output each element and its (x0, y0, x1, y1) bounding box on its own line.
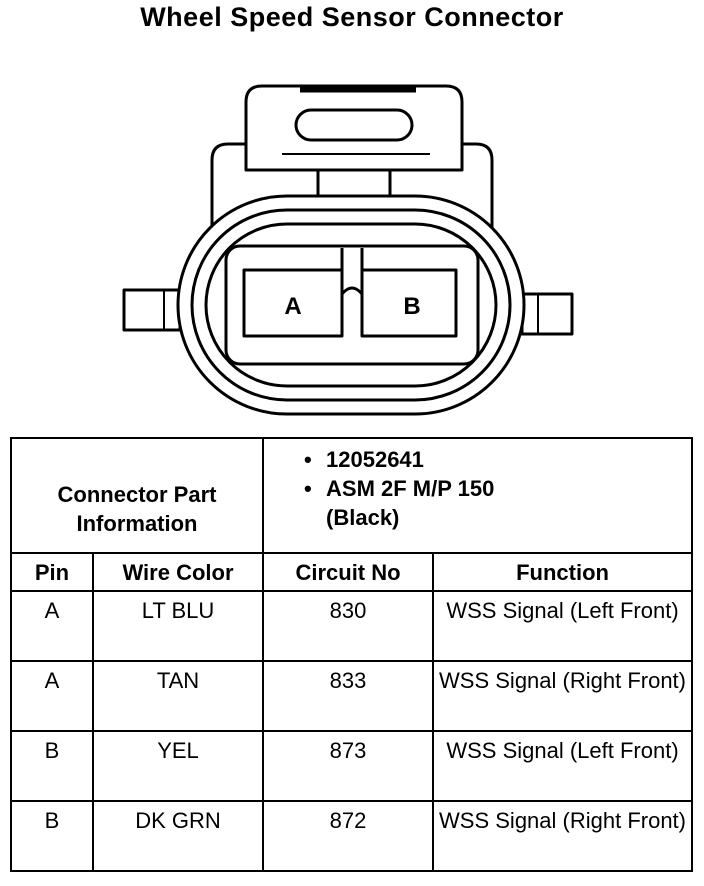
cell-circuit: 830 (262, 590, 435, 662)
cell-pin: A (10, 660, 94, 732)
cell-circuit: 873 (262, 730, 435, 802)
pin-b-label: B (403, 293, 420, 320)
header-function: Function (432, 552, 694, 592)
column-header-row: Pin Wire Color Circuit No Function (10, 552, 694, 592)
header-circuit-no: Circuit No (262, 552, 435, 592)
cell-pin: B (10, 800, 94, 872)
table-row: A LT BLU 830 WSS Signal (Left Front) (10, 590, 694, 662)
header-wire-color: Wire Color (91, 552, 265, 592)
cell-circuit: 833 (262, 660, 435, 732)
connector-info-table: Connector Part Information 12052641 ASM … (9, 437, 694, 872)
mounting-ear-right (520, 292, 574, 336)
cell-function: WSS Signal (Right Front) (432, 800, 694, 872)
part-numbers: 12052641 ASM 2F M/P 150 (Black) (262, 437, 694, 554)
connector-seal-ring (190, 208, 512, 402)
connector-outer-shell (176, 194, 526, 416)
connector-drawing: A B (122, 84, 574, 416)
cell-function: WSS Signal (Left Front) (432, 730, 694, 802)
cell-function: WSS Signal (Right Front) (432, 660, 694, 732)
cell-wire-color: LT BLU (91, 590, 265, 662)
cell-wire-color: YEL (91, 730, 265, 802)
cell-pin: B (10, 730, 94, 802)
center-divider (340, 248, 364, 336)
locking-tab (244, 84, 464, 198)
part-number-item: ASM 2F M/P 150 (304, 474, 691, 503)
part-number-item: (Black) (326, 505, 400, 530)
shoulder-left (210, 142, 246, 230)
diagram-title: Wheel Speed Sensor Connector (140, 2, 564, 32)
table-row: B YEL 873 WSS Signal (Left Front) (10, 730, 694, 802)
connector-cavity (224, 244, 480, 366)
part-info-label: Connector Part Information (9, 437, 265, 554)
cell-wire-color: TAN (91, 660, 265, 732)
pin-a-label: A (284, 293, 301, 320)
table-row: B DK GRN 872 WSS Signal (Right Front) (10, 800, 694, 872)
part-number-item: 12052641 (304, 445, 691, 474)
cell-function: WSS Signal (Left Front) (432, 590, 694, 662)
mounting-ear-left (122, 288, 182, 332)
cell-wire-color: DK GRN (91, 800, 265, 872)
part-info-row: Connector Part Information 12052641 ASM … (9, 437, 694, 554)
table-row: A TAN 833 WSS Signal (Right Front) (10, 660, 694, 732)
shoulder-right (462, 142, 494, 230)
cell-pin: A (10, 590, 94, 662)
connector-inner-ring (204, 222, 498, 388)
header-pin: Pin (10, 552, 94, 592)
cell-circuit: 872 (262, 800, 435, 872)
